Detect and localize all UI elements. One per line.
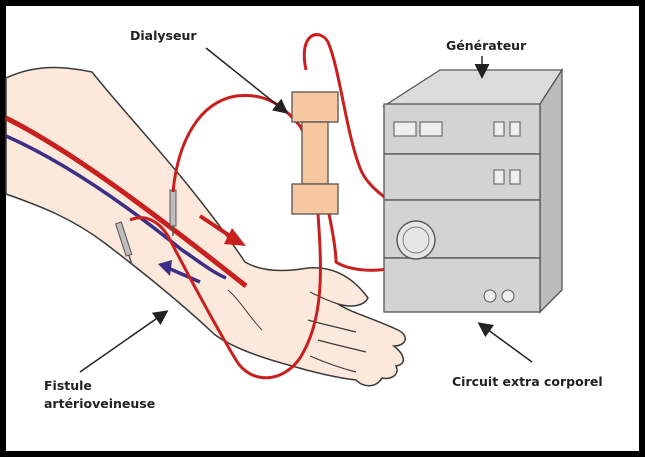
- circuit-pointer: [480, 324, 532, 362]
- label-dialyseur: Dialyseur: [130, 28, 197, 43]
- label-fistule-line1: Fistule: [44, 378, 92, 393]
- control-knob-1: [484, 290, 496, 302]
- control-button-3: [494, 170, 504, 184]
- label-fistule-line2: artérioveineuse: [44, 396, 155, 411]
- control-button-2: [510, 122, 520, 136]
- control-button-1: [494, 122, 504, 136]
- machine-side: [540, 70, 562, 312]
- display-panel-1: [394, 122, 416, 136]
- label-circuit-extra-corporel: Circuit extra corporel: [452, 374, 603, 389]
- display-panel-2: [420, 122, 442, 136]
- label-generateur: Générateur: [446, 38, 527, 53]
- control-button-4: [510, 170, 520, 184]
- machine-top: [384, 70, 562, 106]
- generator-machine: [384, 70, 562, 312]
- control-knob-2: [502, 290, 514, 302]
- machine-module-4: [384, 258, 540, 312]
- fistule-pointer: [80, 312, 166, 372]
- dialyzer: [292, 92, 338, 214]
